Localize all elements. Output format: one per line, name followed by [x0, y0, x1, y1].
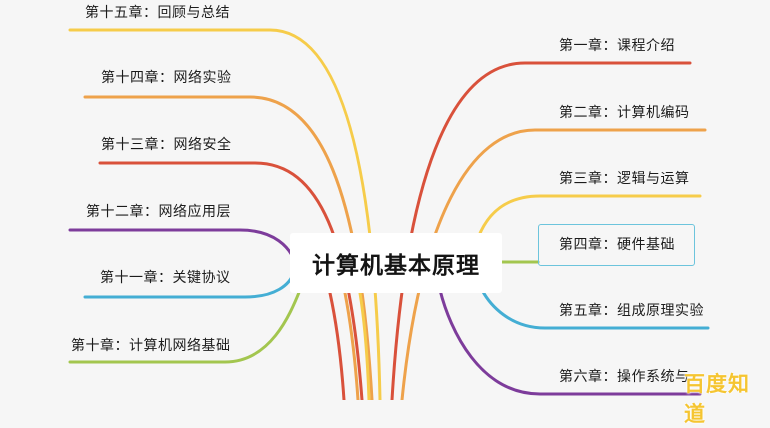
node-chapter-12: 第十二章：网络应用层 [86, 204, 231, 220]
branch-line-right-4 [480, 288, 710, 330]
node-chapter-1: 第一章：课程介绍 [559, 38, 675, 54]
central-topic: 计算机基本原理 [290, 233, 502, 293]
branch-line-bottom-0 [328, 291, 346, 400]
node-chapter-15: 第十五章：回顾与总结 [85, 5, 230, 21]
node-chapter-5: 第五章：组成原理实验 [559, 303, 704, 319]
node-chapter-2: 第二章：计算机编码 [559, 105, 690, 121]
node-chapter-13: 第十三章：网络安全 [101, 137, 232, 153]
watermark-logo: 百度知道 [684, 372, 750, 426]
branch-line-right-2 [476, 194, 702, 240]
branch-line-bottom-1 [343, 291, 360, 400]
branch-line-left-2 [98, 161, 364, 400]
branch-line-right-1 [400, 128, 707, 400]
branch-line-right-0 [390, 61, 692, 400]
branch-line-bottom-2 [358, 291, 371, 400]
selected-node-highlight [538, 224, 695, 266]
node-chapter-14: 第十四章：网络实验 [101, 70, 232, 86]
branch-line-left-0 [68, 28, 382, 400]
node-chapter-6: 第六章：操作系统与 [559, 369, 690, 385]
node-chapter-11: 第十一章：关键协议 [100, 270, 231, 286]
branch-line-left-5 [68, 288, 302, 364]
branch-line-right-5 [438, 288, 702, 396]
branch-line-left-3 [68, 228, 297, 264]
branch-lines [68, 28, 710, 400]
node-chapter-3: 第三章：逻辑与运算 [559, 171, 690, 187]
node-chapter-10: 第十章：计算机网络基础 [71, 338, 231, 354]
node-chapter-4: 第四章：硬件基础 [559, 237, 675, 253]
branch-line-left-1 [83, 95, 374, 400]
